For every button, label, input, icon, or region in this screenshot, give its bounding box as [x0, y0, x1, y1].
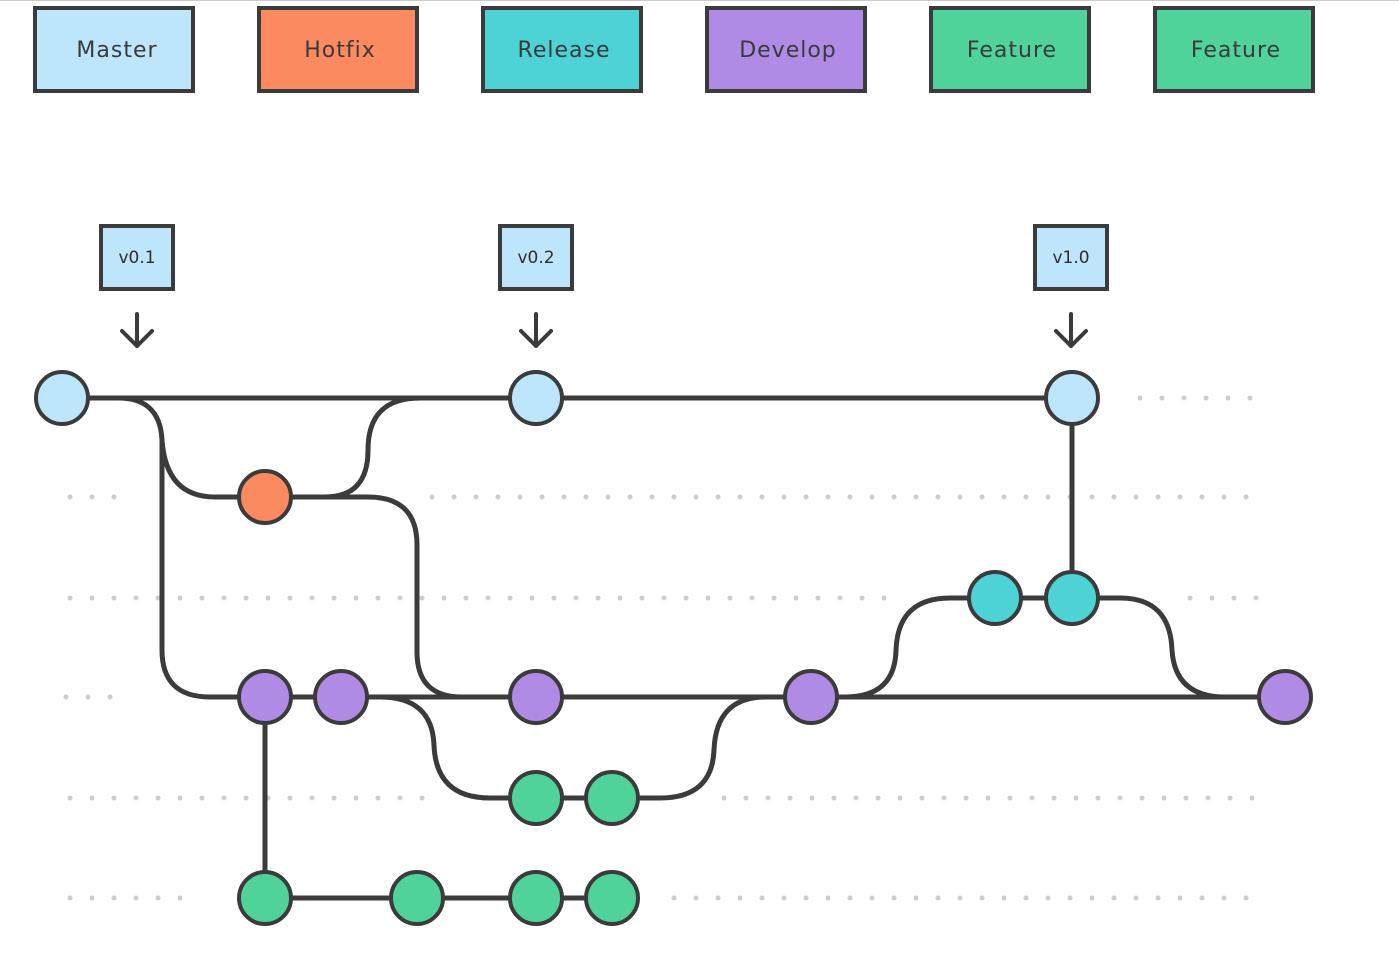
release-commit [1044, 570, 1100, 626]
legend-label: Master [76, 38, 157, 63]
feature-commit [508, 770, 564, 826]
develop-commit [1257, 669, 1313, 725]
legend-item-develop: Develop [705, 6, 867, 93]
tag-v1-0: v1.0 [1033, 224, 1109, 348]
legend-label: Release [518, 38, 611, 63]
feature-merge-line [609, 694, 769, 801]
legend-label: Hotfix [304, 38, 376, 63]
tag-box [1033, 224, 1109, 291]
legend-swatch [257, 6, 419, 93]
tag-label: v0.2 [517, 248, 554, 268]
release-branch-line [842, 595, 1075, 700]
legend-item-feature-2: Feature [1153, 6, 1315, 93]
tag-v0-2: v0.2 [498, 224, 574, 348]
feature-commit [584, 770, 640, 826]
develop-commit [783, 669, 839, 725]
legend-item-release: Release [481, 6, 643, 93]
feature-2-commit [584, 870, 640, 926]
version-tags: v0.1 v0.2 v1.0 [99, 224, 1109, 348]
legend-label: Feature [967, 38, 1057, 63]
legend-swatch [705, 6, 867, 93]
release-merge-develop-line [1069, 595, 1228, 700]
develop-branch-line [159, 437, 213, 700]
legend-item-feature: Feature [929, 6, 1091, 93]
arrow-down-icon [120, 312, 154, 348]
tag-label: v1.0 [1052, 248, 1089, 268]
master-commit [1044, 370, 1100, 426]
feature-2-commit [237, 870, 293, 926]
tag-v0-1: v0.1 [99, 224, 175, 348]
legend-swatch [33, 6, 195, 93]
feature-2-commit [508, 870, 564, 926]
legend-swatch [929, 6, 1091, 93]
master-commit [34, 370, 90, 426]
release-commit [967, 570, 1023, 626]
arrow-down-icon [1054, 312, 1088, 348]
arrow-down-icon [519, 312, 553, 348]
hotfix-merge-develop-line [322, 494, 465, 700]
legend-swatch [481, 6, 643, 93]
legend: Master Hotfix Release Develop Feature Fe… [33, 6, 1315, 93]
develop-commit [313, 669, 369, 725]
legend-item-master: Master [33, 6, 195, 93]
feature-2-commit [389, 870, 445, 926]
feature-branch-line [377, 694, 615, 801]
legend-label: Develop [739, 38, 837, 63]
develop-commit [508, 669, 564, 725]
tag-box [99, 224, 175, 291]
lane-guides [63, 395, 1265, 901]
branch-lines [59, 395, 1288, 901]
hotfix-commit [237, 469, 293, 525]
legend-label: Feature [1191, 38, 1281, 63]
master-commit [508, 370, 564, 426]
legend-swatch [1153, 6, 1315, 93]
commits [34, 370, 1313, 926]
develop-commit [237, 669, 293, 725]
legend-item-hotfix: Hotfix [257, 6, 419, 93]
tag-label: v0.1 [118, 248, 155, 268]
tag-box [498, 224, 574, 291]
